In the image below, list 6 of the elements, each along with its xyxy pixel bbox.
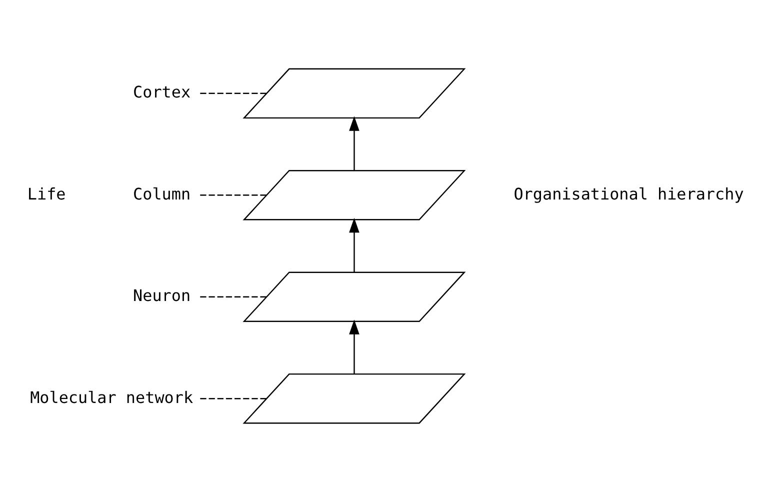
node-text: Cortex [133,82,191,102]
label: Life [27,184,66,203]
label: Organisational hierarchy [514,184,744,203]
node-text: Column [133,184,191,203]
node-text: Neuron [133,286,191,305]
node-text: Molecular network [30,387,194,406]
